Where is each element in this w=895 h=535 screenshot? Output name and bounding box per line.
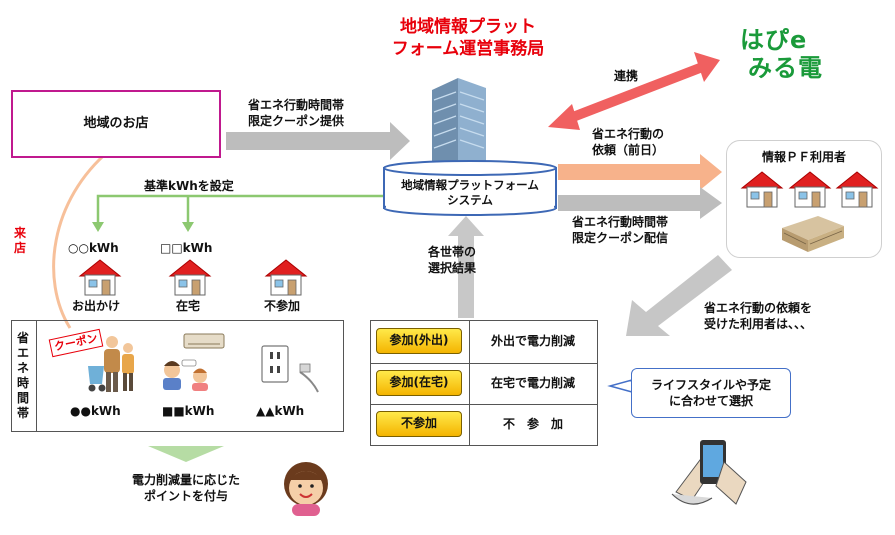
outlet-plug-icon (261, 345, 319, 393)
hapie-mirudem-logo: はぴe みる電 (740, 26, 850, 92)
points-label: 電力削減量に応じた ポイントを付与 (124, 472, 248, 504)
option-button-home[interactable]: 参加(在宅) (376, 370, 462, 396)
energy-period-label: 省エネ時間帯 (17, 331, 30, 420)
coupon-deliver-label: 省エネ行動時間帯 限定クーポン配信 (572, 214, 668, 246)
coupon-provide-line1: 省エネ行動時間帯 (248, 98, 345, 112)
option-button-outing[interactable]: 参加(外出) (376, 328, 462, 354)
request-line2: 依頼（前日） (592, 143, 665, 157)
users-label: 情報ＰＦ利用者 (761, 150, 846, 164)
local-shop-box: 地域のお店 (11, 90, 221, 158)
pf-users-box: 情報ＰＦ利用者 (726, 140, 882, 258)
requested-users-line2: 受けた利用者は、、、 (704, 317, 813, 331)
woman-icon (284, 462, 328, 516)
selection-line2: 選択結果 (428, 261, 477, 275)
arrow-users-down (626, 255, 732, 336)
option-desc-home: 在宅で電力削減 (490, 376, 575, 390)
points-line1: 電力削減量に応じた (131, 473, 240, 487)
request-line1: 省エネ行動の (592, 127, 665, 141)
option-desc-none: 不 参 加 (502, 417, 563, 431)
coupon-deliver-line1: 省エネ行動時間帯 (572, 215, 669, 229)
household-label-none: 不参加 (264, 299, 301, 313)
arrow-points (148, 446, 224, 462)
coupon-provide-line2: 限定クーポン提供 (248, 114, 345, 128)
building-icon (432, 78, 486, 168)
arrow-request (558, 154, 722, 190)
visit-label: 来店 (14, 226, 27, 255)
period-kwh-home: ■■kWh (162, 404, 215, 418)
energy-period-label-cell: 省エネ時間帯 (11, 320, 37, 432)
arrow-coupon-deliver (558, 187, 722, 219)
coupon-provide-label: 省エネ行動時間帯 限定クーポン提供 (248, 97, 344, 129)
household-houses (79, 259, 307, 296)
title-line2: フォーム運営事務局 (391, 39, 545, 59)
coupon-deliver-line2: 限定クーポン配信 (572, 231, 669, 245)
family-outing-icon (88, 336, 134, 392)
period-kwh-outing: ●●kWh (70, 404, 121, 418)
logo-line1: はぴe (740, 26, 808, 54)
logo-line2: みる電 (748, 54, 823, 82)
option-desc-outing: 外出で電力削減 (490, 334, 575, 348)
requested-users-line1: 省エネ行動の依頼を (704, 301, 813, 315)
system-label: 地域情報プラットフォーム システム (386, 178, 554, 208)
apartment-icon (782, 216, 844, 252)
system-line2: システム (447, 193, 493, 207)
household-kwh-outing: ○○kWh (68, 241, 119, 255)
requested-users-label: 省エネ行動の依頼を 受けた利用者は、、、 (704, 300, 812, 332)
household-label-home: 在宅 (176, 299, 201, 313)
callout-line1: ライフスタイルや予定 (650, 378, 771, 392)
selection-label: 各世帯の 選択結果 (428, 244, 476, 276)
smartphone-icon (671, 440, 747, 505)
period-kwh-none: ▲▲kWh (256, 404, 305, 418)
arrow-renkei (548, 52, 720, 130)
household-kwh-home: □□kWh (160, 241, 213, 255)
selection-line1: 各世帯の (428, 245, 477, 259)
lifestyle-callout: ライフスタイルや予定 に合わせて選択 (631, 368, 791, 418)
system-cylinder-icon (383, 160, 557, 216)
household-label-outing: お出かけ (72, 299, 121, 313)
callout-line2: に合わせて選択 (668, 394, 753, 408)
title-line1: 地域情報プラット (400, 17, 536, 37)
arrow-selection (448, 216, 484, 318)
system-line1: 地域情報プラットフォーム (401, 178, 539, 192)
request-label: 省エネ行動の 依頼（前日） (592, 126, 664, 158)
arrow-baseline (96, 194, 384, 224)
page-title: 地域情報プラット フォーム運営事務局 (368, 16, 568, 60)
arrow-coupon-provide (226, 122, 410, 160)
renkei-label: 連携 (614, 69, 639, 83)
options-table (370, 320, 598, 446)
option-button-none[interactable]: 不参加 (376, 411, 462, 437)
shop-label: 地域のお店 (83, 116, 149, 131)
callout-pointer (607, 379, 633, 393)
points-line2: ポイントを付与 (143, 489, 228, 503)
air-conditioner-icon (183, 333, 225, 349)
baseline-label: 基準kWhを設定 (144, 179, 234, 193)
family-home-icon (163, 359, 208, 391)
